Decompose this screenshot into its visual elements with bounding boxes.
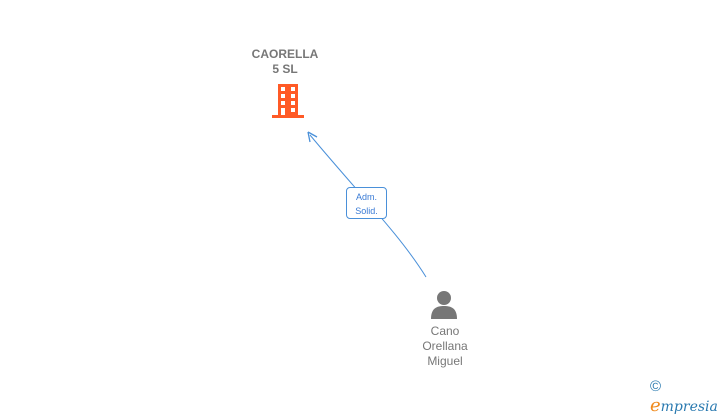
edge-label[interactable]: Adm. Solid. bbox=[346, 187, 387, 219]
person-name[interactable]: Cano Orellana Miguel bbox=[395, 324, 495, 369]
company-name-line2: 5 SL bbox=[272, 62, 298, 76]
edge-label-line2: Solid. bbox=[355, 206, 378, 216]
company-name[interactable]: CAORELLA 5 SL bbox=[235, 47, 335, 77]
person-icon[interactable] bbox=[430, 290, 458, 320]
building-icon[interactable] bbox=[272, 84, 304, 118]
company-name-line1: CAORELLA bbox=[251, 47, 319, 61]
edge-label-line1: Adm. bbox=[355, 192, 377, 202]
logo-text: mpresia bbox=[660, 399, 718, 415]
arrowhead-icon bbox=[307, 131, 318, 143]
copyright-icon: © bbox=[650, 378, 662, 395]
person-name-line3: Miguel bbox=[427, 354, 463, 368]
person-name-line1: Cano bbox=[430, 324, 460, 338]
logo-e: e bbox=[650, 395, 661, 416]
person-name-line2: Orellana bbox=[422, 339, 468, 353]
empresia-logo: © empresia bbox=[650, 378, 728, 416]
